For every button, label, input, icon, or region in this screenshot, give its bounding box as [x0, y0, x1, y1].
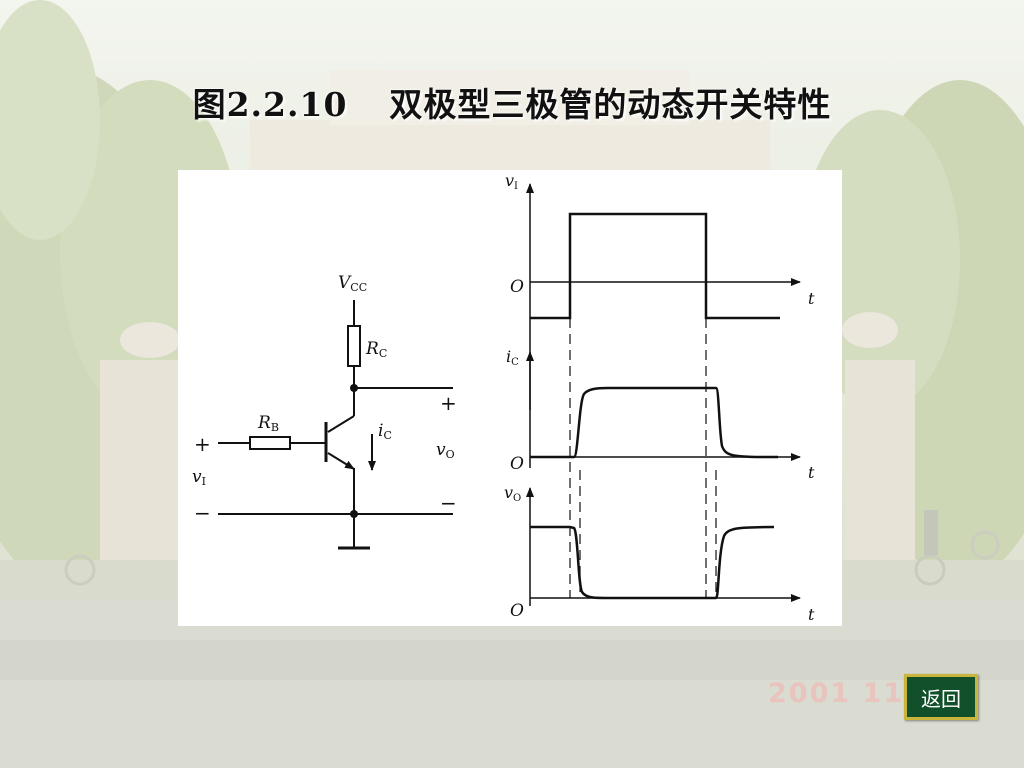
- resistor-rb: [249, 436, 291, 450]
- figure-caption: 双极型三极管的动态开关特性: [389, 85, 832, 124]
- output-minus-sign: −: [440, 491, 457, 515]
- timing-dashed-lines: [569, 318, 717, 598]
- collector-node: [350, 384, 358, 392]
- rc-label: RC: [365, 339, 387, 360]
- circuit-diagram: [218, 300, 453, 550]
- panel2-origin-label: O: [510, 454, 524, 474]
- panel1-origin-label: O: [510, 277, 524, 297]
- panel2-y-label: iC: [506, 347, 519, 368]
- panel2-time-label: t: [808, 463, 815, 482]
- back-button-label: 返回: [921, 686, 961, 711]
- panel3-y-label: vO: [504, 483, 521, 504]
- figure-number: 图2.2.10: [192, 85, 348, 124]
- panel3-time-label: t: [808, 605, 815, 624]
- ic-waveform: [530, 386, 779, 459]
- vi-waveform: [530, 212, 780, 320]
- vo-waveform: [530, 525, 775, 600]
- panel1-time-label: t: [808, 289, 815, 308]
- resistor-rc: [347, 325, 361, 367]
- figure-panel: VCC RC RB iC vI vO + − + −: [178, 170, 842, 626]
- vo-label: vO: [436, 440, 455, 461]
- ic-label: iC: [378, 421, 392, 442]
- rb-label: RB: [257, 413, 279, 434]
- ground-node: [350, 510, 358, 518]
- date-watermark: 2001 11: [768, 678, 905, 709]
- slide-title: 图2.2.10 双极型三极管的动态开关特性: [0, 78, 1024, 126]
- vcc-label: VCC: [338, 273, 367, 294]
- back-button[interactable]: 返回: [904, 674, 978, 720]
- vi-label: vI: [192, 467, 206, 488]
- panel3-origin-label: O: [510, 601, 524, 621]
- output-plus-sign: +: [440, 391, 457, 415]
- input-minus-sign: −: [194, 501, 211, 525]
- figure-drawing: VCC RC RB iC vI vO + − + −: [192, 171, 815, 624]
- input-plus-sign: +: [194, 432, 211, 456]
- panel1-y-label: vI: [505, 171, 518, 192]
